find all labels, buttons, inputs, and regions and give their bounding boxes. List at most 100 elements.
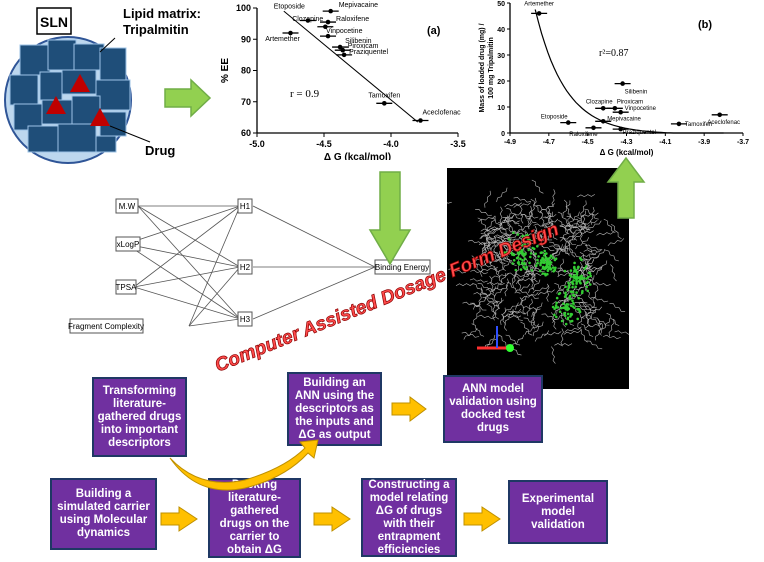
drug-atom bbox=[584, 281, 588, 285]
lipid-chain bbox=[531, 179, 544, 194]
lipid-chain bbox=[586, 220, 602, 231]
drug-atom bbox=[572, 276, 575, 279]
point-label: Aceclofenac bbox=[707, 120, 740, 126]
ann-hidden-nodes: H1 H2 H3 bbox=[237, 198, 253, 327]
lipid-chain bbox=[559, 237, 577, 245]
lipid-chain bbox=[512, 265, 520, 283]
drug-atom bbox=[544, 265, 548, 268]
lipid-chain bbox=[574, 302, 591, 311]
lipid-chain bbox=[522, 306, 541, 311]
point-label: Vinpocetine bbox=[625, 106, 657, 112]
ann-input-label: xLogP bbox=[117, 240, 140, 249]
data-point bbox=[676, 121, 682, 127]
lipid-chain bbox=[503, 233, 518, 246]
drug-atom bbox=[587, 275, 590, 279]
drug-atom bbox=[523, 257, 527, 260]
drug-atom bbox=[521, 244, 524, 247]
drug-atom bbox=[564, 291, 567, 295]
lipid-chain bbox=[577, 194, 595, 198]
lipid-chain bbox=[585, 322, 603, 329]
drug-atom bbox=[544, 257, 547, 260]
drug-atom bbox=[558, 291, 562, 295]
lipid-chain bbox=[518, 277, 536, 282]
lipid-chain bbox=[576, 230, 594, 235]
drug-atom bbox=[566, 288, 569, 291]
lipid-chain bbox=[480, 258, 484, 277]
drug-atom bbox=[571, 285, 574, 289]
drug-atom bbox=[517, 263, 521, 266]
lipid-chain bbox=[484, 286, 496, 301]
drug-atom bbox=[551, 305, 555, 309]
drug-atom bbox=[538, 269, 542, 273]
flow-box-descriptors: Transforming literature-gathered drugs i… bbox=[92, 377, 187, 457]
lipid-chain bbox=[484, 190, 491, 208]
drug-atom bbox=[519, 257, 522, 261]
lipid-chain bbox=[557, 271, 575, 278]
drug-triangle bbox=[46, 96, 66, 114]
ann-hidden-label: H3 bbox=[240, 315, 251, 324]
drug-atom bbox=[555, 315, 558, 319]
lipid-chain bbox=[578, 278, 592, 292]
lipid-chain bbox=[512, 269, 518, 288]
lipid-chain bbox=[580, 323, 594, 337]
x-tick-label: -4.5 bbox=[316, 139, 332, 149]
lipid-chain bbox=[566, 241, 576, 258]
lipid-chain bbox=[467, 239, 486, 245]
lipid-chain bbox=[590, 207, 595, 225]
lipid-chain bbox=[530, 199, 542, 214]
drug-atom bbox=[564, 322, 568, 326]
drug-atom bbox=[564, 285, 567, 288]
lipid-chain bbox=[497, 260, 510, 275]
flow-box-build-ann: Building an ANN using the descriptors as… bbox=[287, 372, 382, 446]
drug-atom bbox=[572, 301, 575, 305]
drug-atom bbox=[574, 275, 578, 278]
lipid-chain bbox=[503, 230, 521, 238]
drug-atom bbox=[569, 320, 573, 323]
drug-atom bbox=[519, 268, 523, 271]
lipid-chain bbox=[485, 235, 504, 240]
point-label: Tamoxifen bbox=[368, 92, 400, 99]
lipid-chain bbox=[529, 272, 535, 291]
ann-input-label: TPSA bbox=[116, 283, 138, 292]
lipid-chain bbox=[549, 245, 567, 252]
drug-atom bbox=[578, 278, 582, 281]
ann-input-node bbox=[69, 318, 144, 334]
lipid-chain bbox=[496, 234, 511, 246]
point-label: Aceclofenac bbox=[422, 110, 461, 117]
lipid-chain bbox=[491, 273, 509, 279]
lipid-chain bbox=[499, 237, 504, 256]
lipid-chain bbox=[606, 313, 620, 326]
data-point bbox=[618, 109, 623, 115]
drug-atom bbox=[512, 231, 515, 234]
lipid-chain bbox=[494, 284, 509, 297]
drug-atom bbox=[564, 306, 568, 310]
ann-diagram: M.W xLogP TPSA Fragment Complexity H1 H2… bbox=[68, 198, 431, 334]
flow-box-docking: Docking literature-gathered drugs on the… bbox=[208, 478, 301, 558]
lipid-chain bbox=[516, 222, 532, 234]
lipid-chain bbox=[484, 334, 496, 350]
lipid-chain bbox=[529, 266, 538, 283]
lipid-chain bbox=[473, 292, 492, 296]
lipid-chain bbox=[495, 297, 503, 315]
lipid-chain bbox=[486, 232, 490, 251]
lipid-chain bbox=[455, 283, 474, 286]
drug-atom bbox=[512, 242, 515, 246]
lipid-chain bbox=[581, 212, 599, 218]
drug-atom bbox=[512, 253, 516, 257]
lipid-chain bbox=[580, 200, 587, 218]
drug-atom bbox=[570, 290, 573, 293]
y-tick-label: 90 bbox=[241, 34, 251, 44]
lipid-chain bbox=[565, 248, 581, 258]
lipid-chain bbox=[577, 311, 586, 328]
drug-atom bbox=[551, 256, 554, 259]
lipid-chain bbox=[493, 235, 497, 254]
lipid-chain bbox=[563, 288, 570, 306]
lipid-chain bbox=[500, 238, 512, 254]
drug-atom bbox=[520, 248, 524, 252]
lipid-chain bbox=[600, 317, 611, 334]
lipid-chain bbox=[611, 224, 622, 239]
drug-label: Drug bbox=[145, 143, 175, 158]
lipid-chain bbox=[541, 313, 559, 320]
drug-atom bbox=[575, 272, 579, 276]
lipid-chain bbox=[515, 295, 527, 310]
